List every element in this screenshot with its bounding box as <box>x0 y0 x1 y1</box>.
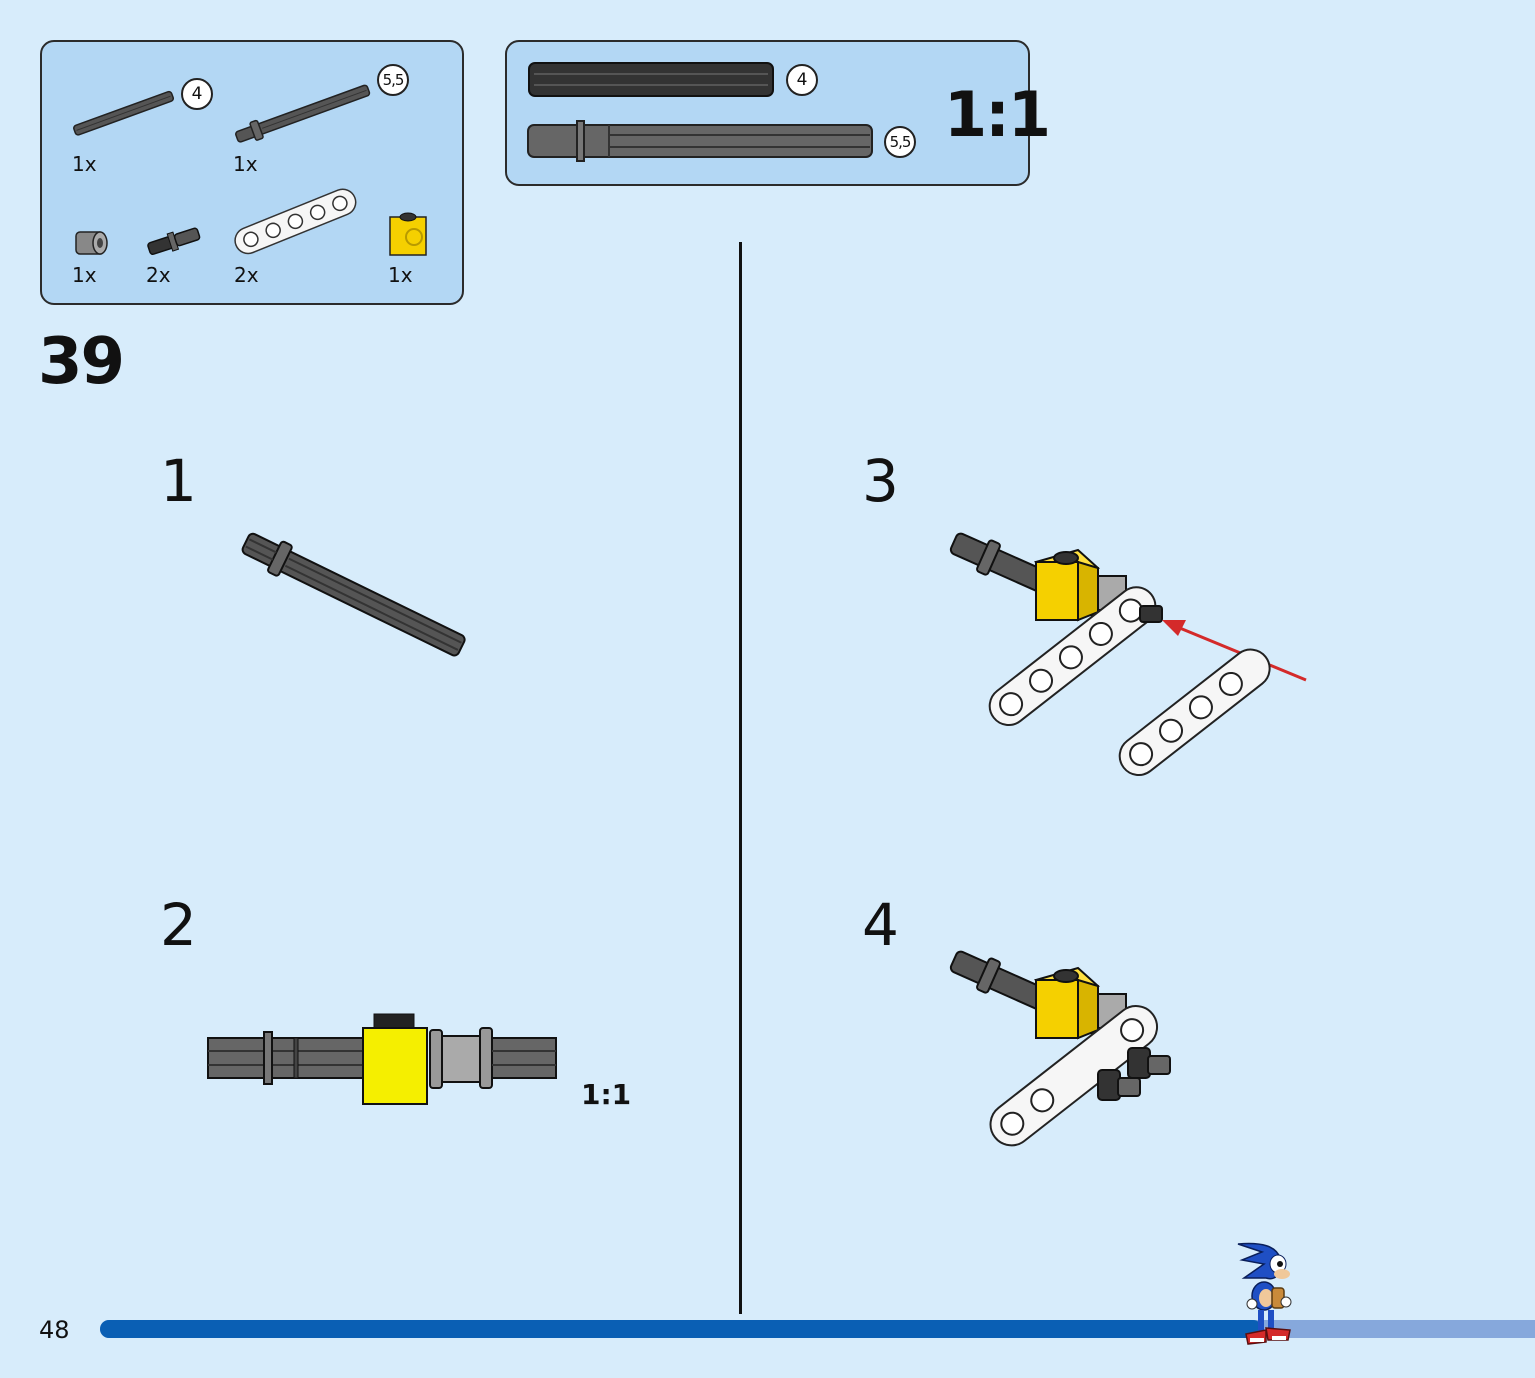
substep-number: 1 <box>160 447 197 515</box>
sonic-mascot-icon <box>1237 1242 1292 1345</box>
main-step-number: 39 <box>38 325 125 399</box>
bush-icon <box>75 231 108 255</box>
liftarm-thin-icon <box>234 188 357 255</box>
axle-with-stop-5-5-icon <box>235 84 371 143</box>
part-qty: 1x <box>72 263 97 287</box>
substep-number: 3 <box>862 447 899 515</box>
substep-number: 4 <box>862 891 899 959</box>
substep-4-illustration <box>949 950 1171 1147</box>
substep-2-illustration <box>207 1013 557 1105</box>
page-number: 48 <box>39 1316 70 1344</box>
length-badge: 4 <box>181 78 213 110</box>
length-badge: 4 <box>786 64 818 96</box>
technic-brick-yellow-icon <box>389 212 427 256</box>
length-badge: 5,5 <box>377 64 409 96</box>
progress-fill <box>100 1320 1263 1338</box>
part-qty: 2x <box>234 263 259 287</box>
column-divider <box>739 242 742 1314</box>
scale-label: 1:1 <box>944 78 1051 151</box>
part-qty: 1x <box>72 152 97 176</box>
length-badge: 5,5 <box>884 126 916 158</box>
substep-number: 2 <box>160 891 197 959</box>
part-qty: 1x <box>388 263 413 287</box>
substep-1-illustration <box>241 532 466 657</box>
axle-5-5-scale-icon <box>527 120 873 162</box>
axle-4-icon <box>73 90 175 136</box>
axle-4-scale-icon <box>528 62 774 97</box>
part-qty: 1x <box>233 152 258 176</box>
part-qty: 2x <box>146 263 171 287</box>
pin-with-axle-icon <box>147 227 201 255</box>
scale-label: 1:1 <box>581 1078 632 1111</box>
substep-3-illustration <box>949 532 1307 776</box>
